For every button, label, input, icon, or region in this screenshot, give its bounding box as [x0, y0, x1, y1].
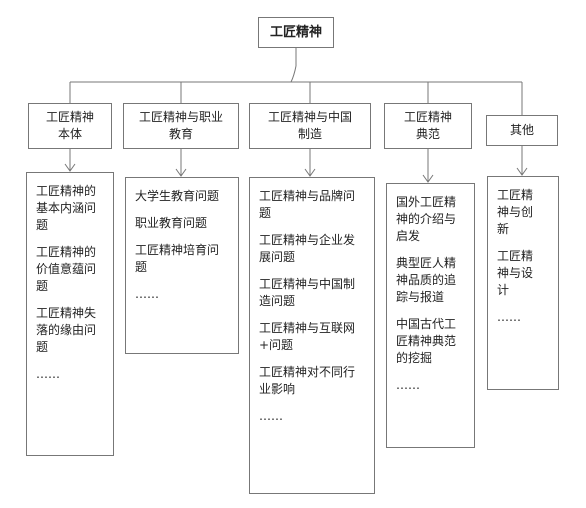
category-other: 其他 [486, 115, 558, 146]
category-label: 工匠精神本体 [45, 110, 94, 141]
topic-item: 工匠精神与企业发展问题 [259, 233, 356, 264]
category-craftsman-spirit-essence: 工匠精神本体 [28, 103, 112, 149]
item-spacer [259, 266, 366, 276]
category-label: 工匠精神与中国制造 [267, 110, 352, 141]
item-spacer [396, 245, 466, 255]
item-spacer [497, 299, 550, 309]
item-spacer [135, 205, 230, 215]
root-node: 工匠精神 [258, 17, 334, 48]
topic-item: 工匠精神与中国制造问题 [259, 277, 356, 308]
item-spacer [36, 295, 105, 305]
topic-item: 工匠精神培育问题 [135, 243, 220, 274]
topic-item: 工匠精神对不同行业影响 [259, 365, 356, 396]
topic-item: 国外工匠精神的介绍与启发 [396, 195, 457, 243]
item-spacer [259, 398, 366, 408]
topic-list-vocational-education: 大学生教育问题职业教育问题工匠精神培育问题 …… [125, 177, 239, 354]
topic-item: 工匠精神与互联网+问题 [259, 321, 356, 352]
topic-list-china-manufacturing: 工匠精神与品牌问题工匠精神与企业发展问题工匠精神与中国制造问题工匠精神与互联网+… [249, 177, 375, 494]
item-spacer [259, 354, 366, 364]
topic-item: 工匠精神的价值意蕴问题 [36, 245, 97, 293]
topic-item: 典型匠人精神品质的追踪与报道 [396, 256, 457, 304]
topic-list-other: 工匠精神与创新工匠精神与设计 …… [487, 176, 559, 390]
item-spacer [396, 367, 466, 377]
topic-item: 工匠精神与设计 [497, 249, 534, 297]
topic-item: …… [135, 287, 159, 301]
item-spacer [36, 356, 105, 366]
topic-item: …… [396, 378, 420, 392]
arrow-3-head [422, 174, 434, 183]
item-spacer [259, 222, 366, 232]
topic-item: …… [259, 409, 283, 423]
category-exemplars: 工匠精神典范 [384, 103, 472, 149]
topic-item: 工匠精神与创新 [497, 188, 534, 236]
brace-tip [290, 65, 297, 83]
category-vocational-education: 工匠精神与职业教育 [123, 103, 239, 149]
item-spacer [396, 306, 466, 316]
topic-item: 工匠精神失落的缘由问题 [36, 306, 97, 354]
category-label: 工匠精神与职业教育 [138, 110, 223, 141]
topic-item: …… [36, 367, 60, 381]
topic-list-exemplars: 国外工匠精神的介绍与启发典型匠人精神品质的追踪与报道中国古代工匠精神典范的挖掘 …… [386, 183, 475, 448]
topic-item: 职业教育问题 [135, 216, 208, 230]
arrow-1-head [175, 168, 187, 177]
item-spacer [135, 232, 230, 242]
topic-item: 大学生教育问题 [135, 189, 220, 203]
arrow-2-head [304, 168, 316, 177]
category-china-manufacturing: 工匠精神与中国制造 [249, 103, 371, 149]
topic-item: 工匠精神的基本内涵问题 [36, 184, 97, 232]
item-spacer [36, 234, 105, 244]
category-label: 工匠精神典范 [403, 110, 452, 141]
item-spacer [135, 276, 230, 286]
topic-list-essence: 工匠精神的基本内涵问题工匠精神的价值意蕴问题工匠精神失落的缘由问题 …… [26, 172, 114, 456]
arrow-0-head [64, 163, 76, 172]
arrow-4-head [516, 167, 528, 176]
topic-item: …… [497, 310, 521, 324]
item-spacer [259, 310, 366, 320]
root-label: 工匠精神 [269, 25, 322, 40]
category-label: 其他 [509, 123, 534, 137]
item-spacer [497, 238, 550, 248]
topic-item: 工匠精神与品牌问题 [259, 189, 356, 220]
topic-item: 中国古代工匠精神典范的挖掘 [396, 317, 457, 365]
